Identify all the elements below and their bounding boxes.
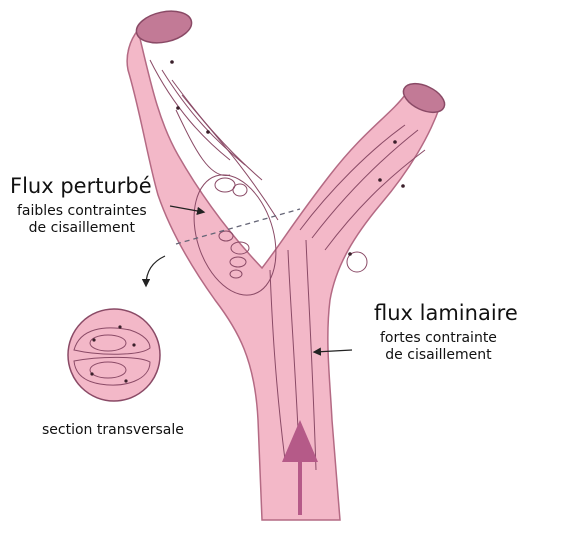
disturbed-flow-subtitle-line2: de cisaillement [17, 220, 147, 237]
cross-section-pointer-arrow [146, 256, 165, 285]
laminar-flow-subtitle-line2: de cisaillement [380, 347, 497, 364]
laminar-flow-subtitle-line1: fortes contrainte [380, 330, 497, 347]
vessel-opening-top-left [133, 7, 194, 48]
cross-section-label: section transversale [42, 422, 184, 439]
disturbed-flow-title: Flux perturbé [10, 174, 152, 199]
laminar-flow-title: flux laminaire [374, 301, 518, 326]
laminar-flow-subtitle: fortes contrainte de cisaillement [380, 330, 497, 364]
cross-section-view [68, 309, 160, 401]
disturbed-flow-subtitle-line1: faibles contraintes [17, 203, 147, 220]
disturbed-flow-subtitle: faibles contraintes de cisaillement [17, 203, 147, 237]
